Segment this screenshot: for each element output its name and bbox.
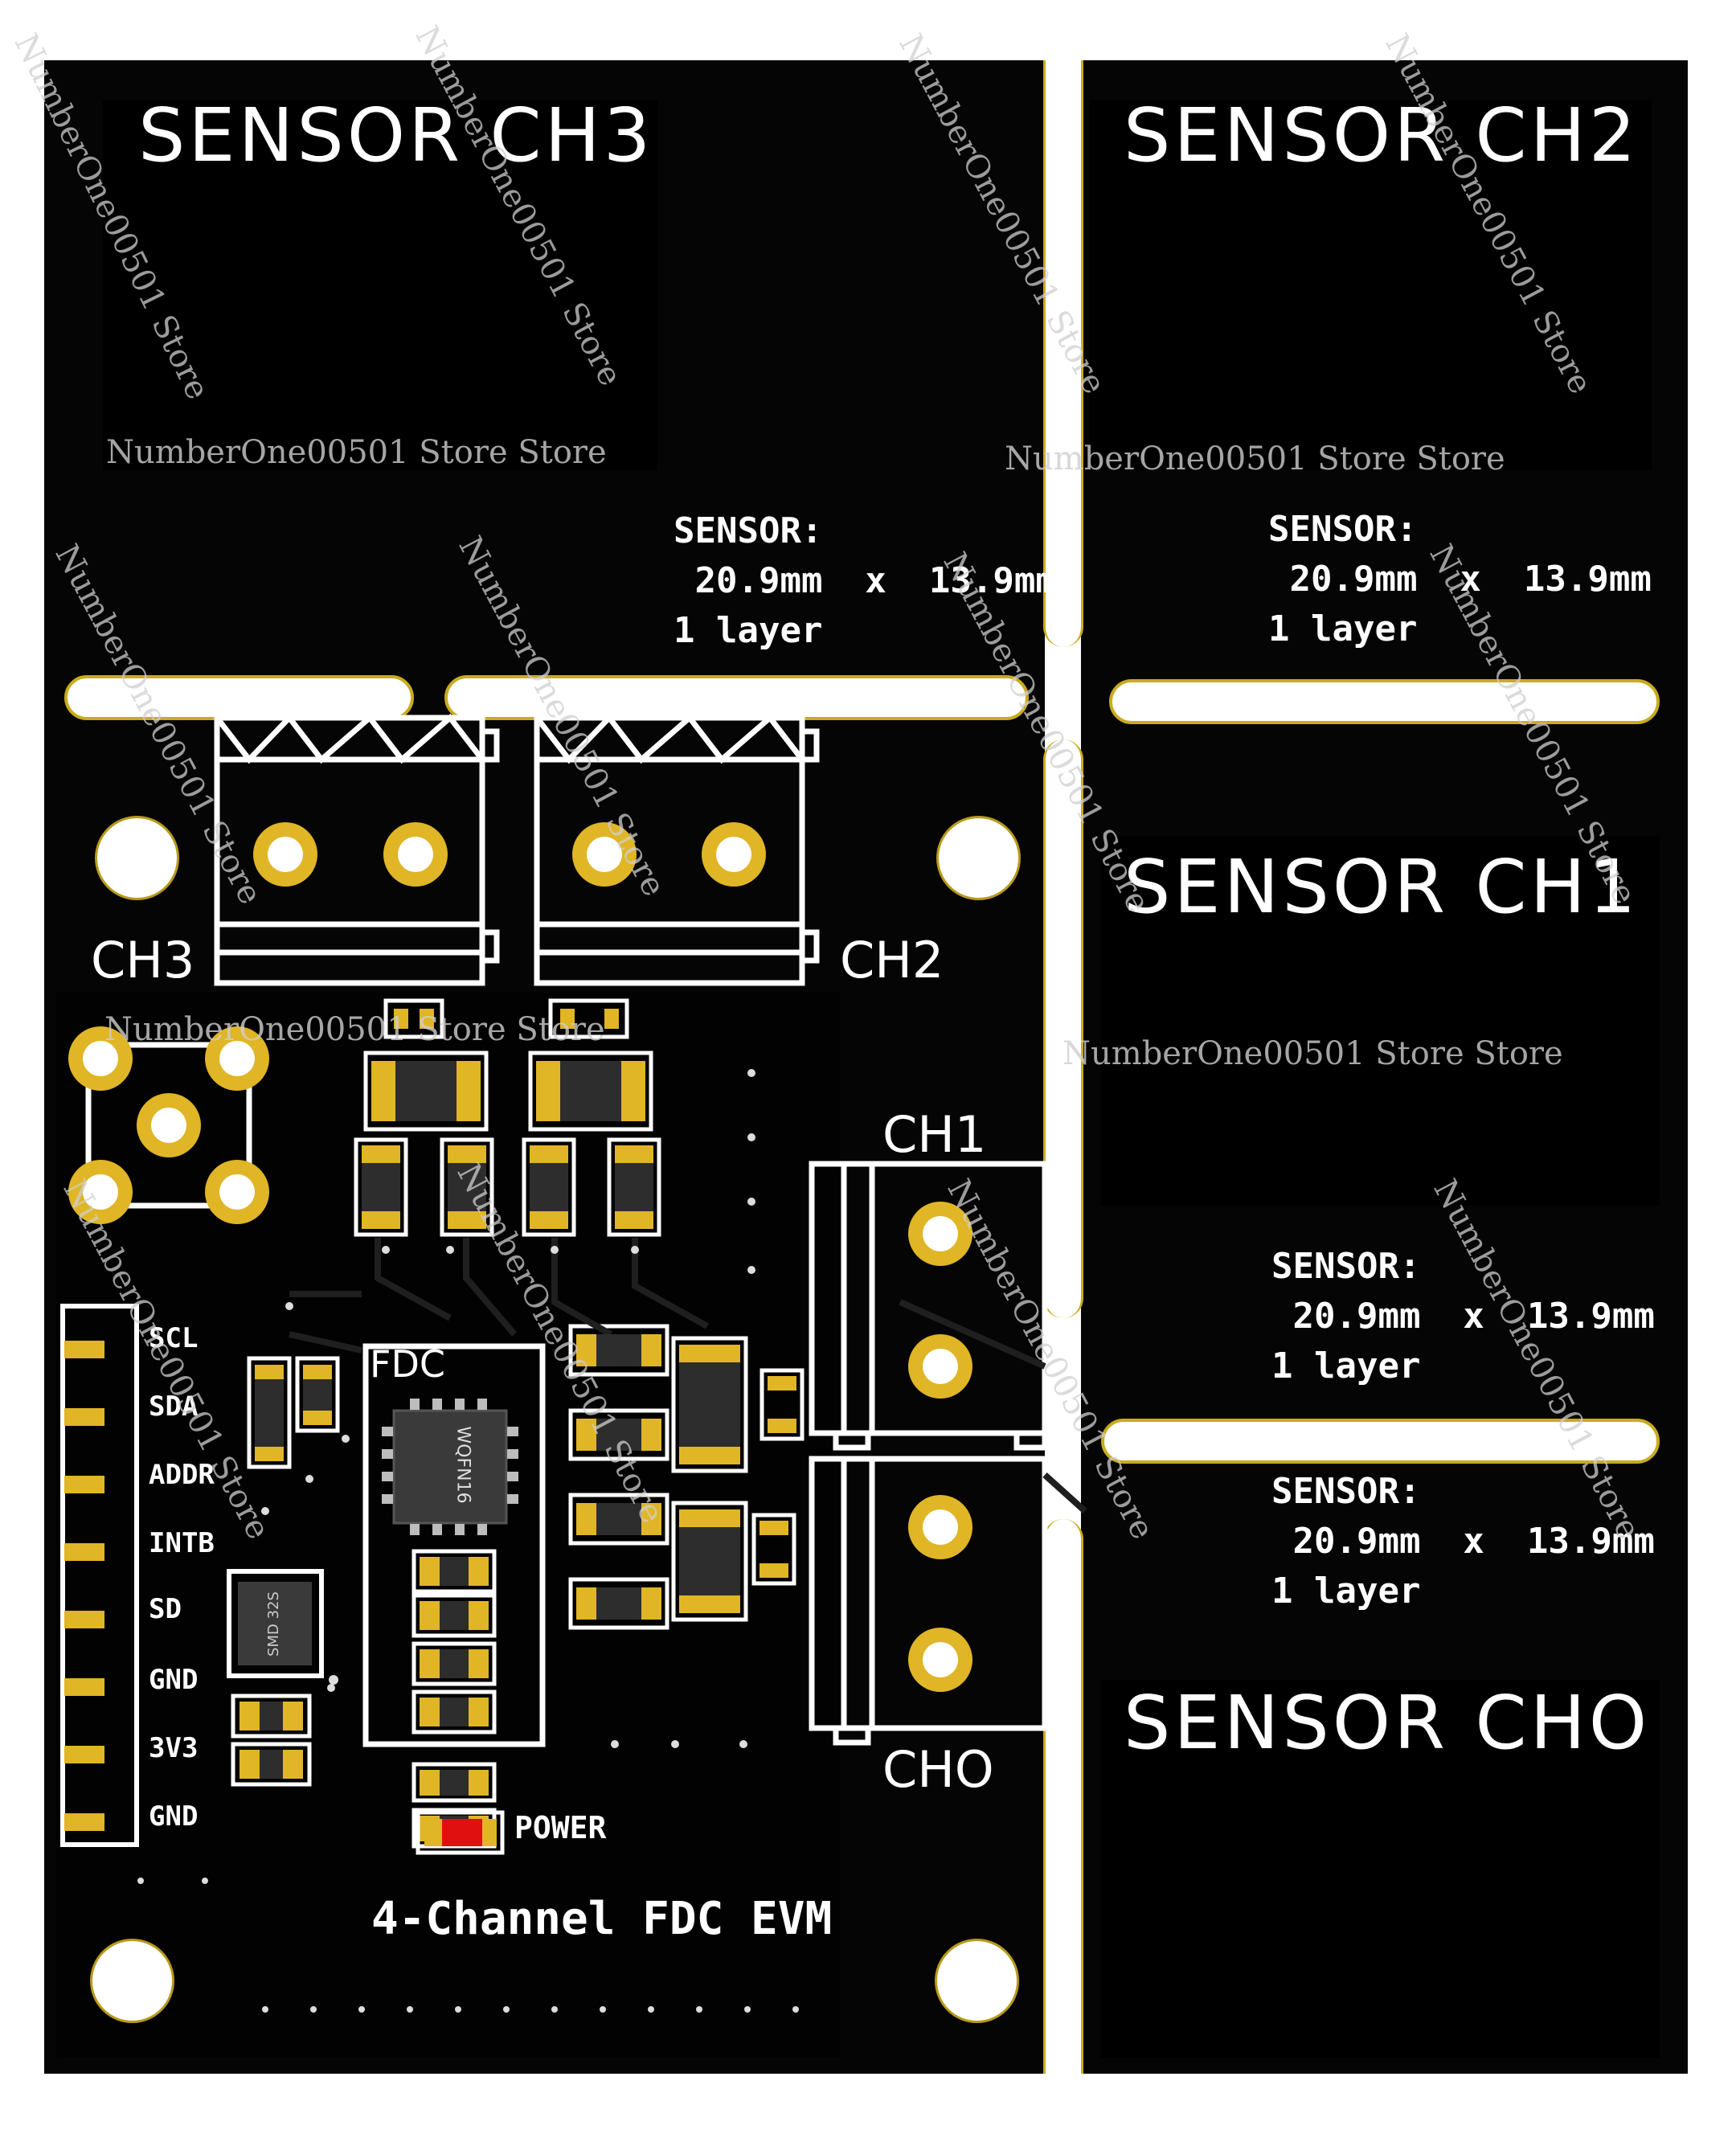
crystal-marking: SMD 32S xyxy=(264,1591,282,1657)
pin-label-scl: SCL xyxy=(149,1322,199,1354)
sensor-pad-ch1 xyxy=(1101,836,1660,1206)
chip-label: FDC xyxy=(370,1342,445,1386)
board-title: 4-Channel FDC EVM xyxy=(371,1893,833,1945)
sensor-pad-ch3 xyxy=(103,100,657,470)
h-slot-3 xyxy=(1109,679,1660,724)
pin-label-gnd-2: GND xyxy=(149,1800,199,1833)
sensor-ch1-spec: SENSOR: 20.9mm x 13.9mm 1 layer xyxy=(1271,1246,1655,1386)
v-slot-bottom xyxy=(1043,1519,1083,2074)
watermark-ch1: NumberOne00501 Store Store xyxy=(1062,1035,1563,1072)
sensor-ch0-spec: SENSOR: 20.9mm x 13.9mm 1 layer xyxy=(1271,1471,1655,1612)
mounting-hole-top-right xyxy=(936,816,1021,900)
v-slot-middle xyxy=(1043,739,1083,1318)
pin-label-3v3: 3V3 xyxy=(149,1732,199,1764)
mounting-hole-bottom-left xyxy=(90,1939,174,2023)
v-slot-top xyxy=(1043,60,1083,647)
connector-ch1-label: CH1 xyxy=(882,1105,987,1164)
sensor-ch0-title: SENSOR CHO xyxy=(1124,1680,1651,1766)
connector-ch2-label: CH2 xyxy=(840,931,944,989)
mounting-hole-top-left xyxy=(95,816,179,900)
pin-label-sd: SD xyxy=(149,1593,182,1625)
pin-label-addr: ADDR xyxy=(149,1459,215,1491)
mounting-hole-bottom-right xyxy=(935,1939,1019,2023)
power-led-label: POWER xyxy=(514,1810,607,1845)
connector-ch0-label: CHO xyxy=(882,1740,994,1799)
sensor-pad-ch2 xyxy=(1089,100,1652,470)
connector-ch3-label: CH3 xyxy=(91,931,195,989)
h-slot-2 xyxy=(444,675,1029,720)
h-slot-4 xyxy=(1101,1419,1660,1464)
pin-label-intb: INTB xyxy=(149,1527,215,1559)
sensor-ch2-spec: SENSOR: 20.9mm x 13.9mm 1 layer xyxy=(1268,509,1652,649)
watermark-ch3: NumberOne00501 Store Store xyxy=(106,434,607,471)
watermark-main: NumberOne00501 Store Store xyxy=(104,1011,605,1048)
chip-package-marking: WQFN16 xyxy=(452,1426,473,1504)
sensor-ch2-title: SENSOR CH2 xyxy=(1124,92,1640,178)
watermark-ch2: NumberOne00501 Store Store xyxy=(1005,440,1505,477)
pin-label-gnd-1: GND xyxy=(149,1664,199,1696)
sensor-ch3-spec: SENSOR: 20.9mm x 13.9mm 1 layer xyxy=(674,510,1057,651)
sensor-ch1-title: SENSOR CH1 xyxy=(1124,844,1640,930)
sensor-pad-ch0 xyxy=(1101,1680,1660,2058)
pin-label-sda: SDA xyxy=(149,1391,199,1423)
sensor-ch3-title: SENSOR CH3 xyxy=(138,92,654,178)
